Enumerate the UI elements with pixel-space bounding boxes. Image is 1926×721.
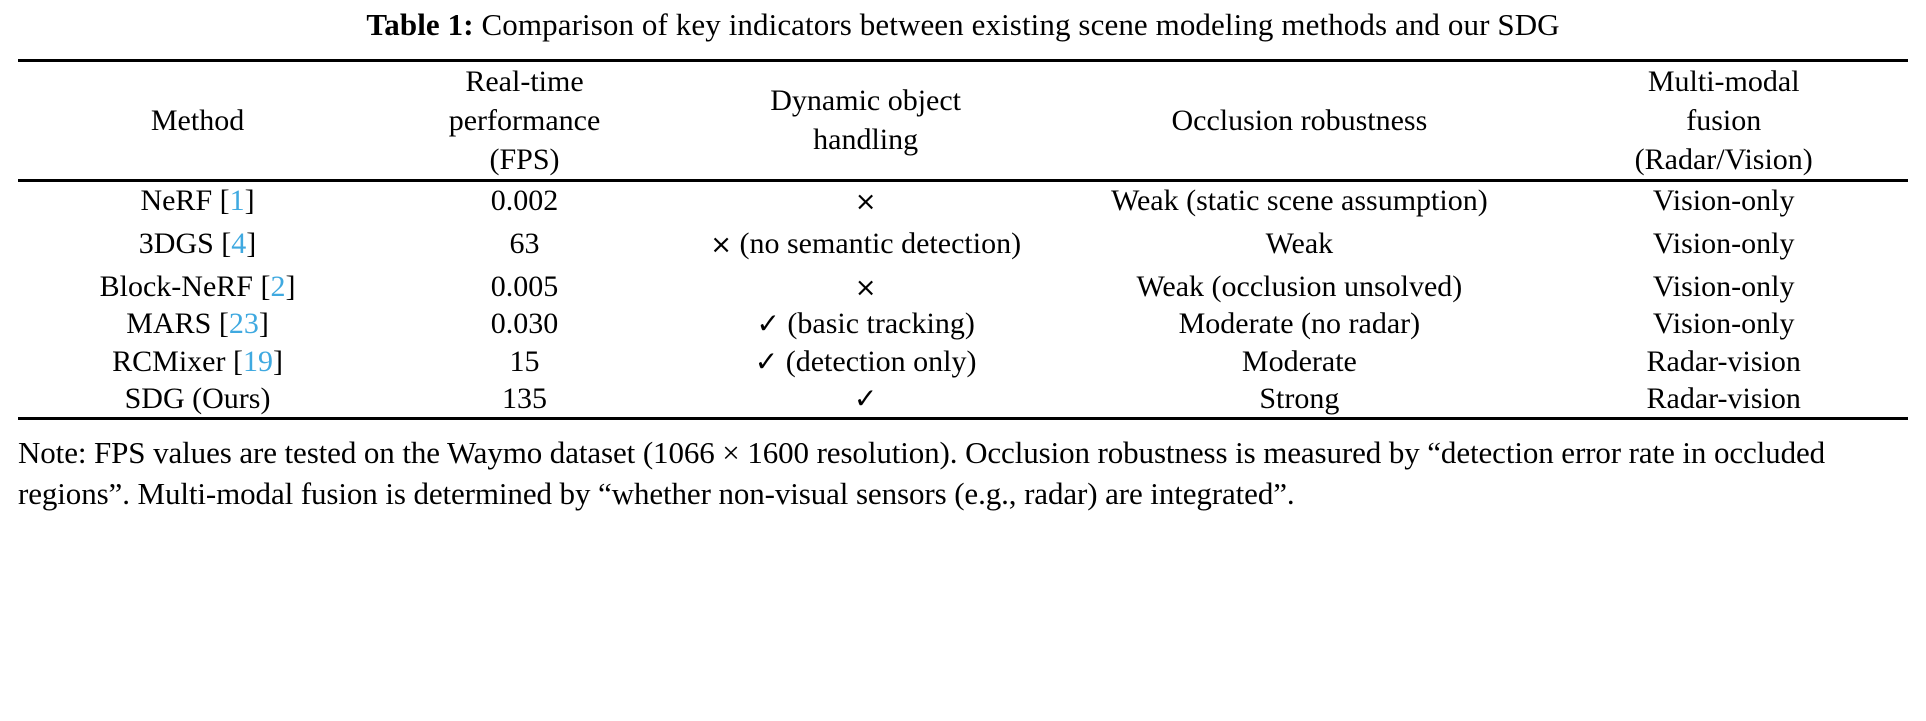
citation-ref[interactable]: [23] xyxy=(211,307,269,341)
cell-dynamic-object-handling: × xyxy=(672,268,1059,305)
cell-method: MARS [23] xyxy=(18,305,377,342)
cell-dynamic-object-handling: ✓ (basic tracking) xyxy=(672,305,1059,342)
citation-ref[interactable]: [19] xyxy=(225,344,283,378)
header-line: Dynamic object xyxy=(770,84,962,118)
citation-number: 23 xyxy=(228,307,259,341)
column-header-dynamic-object-handling: Dynamic object handling xyxy=(672,62,1059,179)
header-line: Method xyxy=(150,103,245,137)
cell-fusion: Radar-vision xyxy=(1646,344,1801,378)
citation-number: 4 xyxy=(231,226,247,260)
header-line: handling xyxy=(813,123,919,157)
table-top-rule xyxy=(18,58,1908,62)
cell-dynamic-object-handling: ✓ (detection only) xyxy=(672,343,1059,380)
header-line: Occlusion robustness xyxy=(1171,103,1428,137)
cell-fusion: Vision-only xyxy=(1652,226,1795,260)
header-line: fusion xyxy=(1686,103,1762,137)
cell-occlusion-robustness: Moderate (no radar) xyxy=(1178,307,1421,341)
cell-fusion: Vision-only xyxy=(1652,307,1795,341)
dynamic-detail: (no semantic detection) xyxy=(739,226,1022,260)
cell-occlusion-robustness: Weak (static scene assumption) xyxy=(1111,183,1488,217)
comparison-table: Method Real-time performance (FPS) Dynam… xyxy=(18,62,1908,179)
citation-ref[interactable]: [1] xyxy=(212,183,255,217)
cell-fps: 63 xyxy=(509,226,540,260)
column-header-method: Method xyxy=(18,62,377,179)
citation-number: 2 xyxy=(270,270,286,304)
table-row: Block-NeRF [2] 0.005 × Weak (occlusion u… xyxy=(18,268,1908,305)
caption-label: Table 1: xyxy=(366,7,474,42)
cell-fusion: Vision-only xyxy=(1652,270,1795,304)
column-header-occlusion-robustness: Occlusion robustness xyxy=(1059,62,1539,179)
column-header-multimodal-fusion: Multi-modal fusion (Radar/Vision) xyxy=(1539,62,1908,179)
citation-ref[interactable]: [2] xyxy=(252,270,296,304)
table-header-rule xyxy=(18,178,1908,182)
table-row: NeRF [1] 0.002 × Weak (static scene assu… xyxy=(18,182,1908,219)
cell-fps: 135 xyxy=(502,381,547,415)
method-name: MARS xyxy=(126,307,212,341)
table-caption: Table 1: Comparison of key indicators be… xyxy=(18,0,1908,59)
cell-method: NeRF [1] xyxy=(18,182,377,219)
cross-icon: × xyxy=(710,229,732,260)
citation-number: 19 xyxy=(242,344,273,378)
check-icon: ✓ xyxy=(754,344,779,378)
cell-occlusion-robustness: Weak xyxy=(1265,226,1334,260)
dynamic-detail: (detection only) xyxy=(785,344,977,378)
cross-icon: × xyxy=(854,273,877,304)
cell-dynamic-object-handling: × (no semantic detection) xyxy=(672,219,1059,268)
cell-occlusion-robustness: Moderate xyxy=(1241,344,1357,378)
header-row: Method Real-time performance (FPS) Dynam… xyxy=(18,62,1908,179)
table-bottom-rule xyxy=(18,416,1908,420)
method-name: NeRF xyxy=(140,183,213,217)
table-row: RCMixer [19] 15 ✓ (detection only) Moder… xyxy=(18,343,1908,380)
cell-fps: 0.005 xyxy=(490,270,559,304)
table-row: SDG (Ours) 135 ✓ Strong Radar-vision xyxy=(18,380,1908,417)
check-icon: ✓ xyxy=(853,381,878,415)
cross-icon: × xyxy=(854,186,877,217)
citation-number: 1 xyxy=(229,183,245,217)
table-body: NeRF [1] 0.002 × Weak (static scene assu… xyxy=(18,182,1908,417)
caption-text: Comparison of key indicators between exi… xyxy=(481,7,1560,42)
cell-method: RCMixer [19] xyxy=(18,343,377,380)
cell-occlusion-robustness: Weak (occlusion unsolved) xyxy=(1136,270,1463,304)
method-name: Block-NeRF xyxy=(99,270,253,304)
check-icon: ✓ xyxy=(756,307,780,341)
method-name: SDG (Ours) xyxy=(124,381,271,415)
table-header: Method Real-time performance (FPS) Dynam… xyxy=(18,62,1908,179)
table-note: Note: FPS values are tested on the Waymo… xyxy=(18,434,1826,511)
citation-ref[interactable]: [4] xyxy=(213,226,257,260)
cell-method: Block-NeRF [2] xyxy=(18,268,377,305)
cell-fps: 0.002 xyxy=(490,183,559,217)
cell-dynamic-object-handling: ✓ xyxy=(672,380,1059,417)
cell-method: SDG (Ours) xyxy=(18,380,377,417)
column-header-realtime-performance: Real-time performance (FPS) xyxy=(377,62,672,179)
table-row: 3DGS [4] 63 × (no semantic detection) We… xyxy=(18,219,1908,268)
method-name: RCMixer xyxy=(112,344,226,378)
dynamic-detail: (basic tracking) xyxy=(787,307,975,341)
header-line: (FPS) xyxy=(489,142,560,176)
table-row: MARS [23] 0.030 ✓ (basic tracking) Moder… xyxy=(18,305,1908,342)
comparison-table-body: NeRF [1] 0.002 × Weak (static scene assu… xyxy=(18,182,1908,417)
header-line: performance xyxy=(448,103,601,137)
cell-fusion: Radar-vision xyxy=(1646,381,1801,415)
cell-fps: 0.030 xyxy=(490,307,559,341)
cell-fusion: Vision-only xyxy=(1652,183,1795,217)
cell-method: 3DGS [4] xyxy=(18,219,377,268)
header-line: (Radar/Vision) xyxy=(1634,142,1813,176)
header-line: Real-time xyxy=(465,64,584,98)
cell-dynamic-object-handling: × xyxy=(672,182,1059,219)
cell-fps: 15 xyxy=(509,344,540,378)
method-name: 3DGS xyxy=(138,226,214,260)
header-line: Multi-modal xyxy=(1647,64,1800,98)
cell-occlusion-robustness: Strong xyxy=(1259,381,1340,415)
